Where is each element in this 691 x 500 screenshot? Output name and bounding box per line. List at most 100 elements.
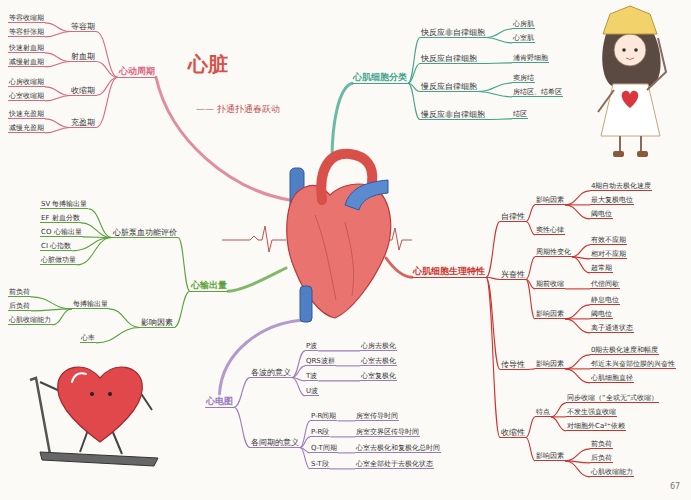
girl-hat [603,6,657,34]
node-text: 等容期 [71,22,95,31]
branch-connector [45,87,70,96]
topic-node: 心肌细胞生理特性 [412,266,486,278]
node-text: 浦肯野细胞 [513,54,548,62]
branch-node: 射血期 [70,52,96,62]
node-text: 后负荷 [9,302,30,310]
node-text: 影响因素 [536,310,564,318]
branch-connector [486,222,500,278]
branch-connector [572,245,590,257]
branch-connector [31,309,72,311]
girl-arm [598,90,614,112]
node-text: 心脏泵血功能评价 [113,228,177,237]
branch-connector [526,417,535,438]
leaf-node: 快速射血期 [8,44,45,53]
branch-connector [45,119,70,128]
leaf-node: 后负荷 [590,454,613,463]
branch-connector [478,92,512,97]
leaf-node: 快速充盈期 [8,110,45,119]
branch-connector [81,223,112,238]
branch-connector [292,378,305,396]
node-text: 各间期的意义 [251,438,299,447]
girl-chest-heart [622,91,639,108]
node-text: 特点 [536,408,550,416]
node-text: 代偿间歇 [591,280,619,288]
ecg-line-left [222,226,286,252]
branch-connector [478,62,512,64]
node-text: 心室全部处于去极化状态 [356,460,433,468]
branch-node: 兴奋性 [500,270,526,280]
node-text: 窦房结 [513,74,534,82]
node-text: 房室交界区传导时间 [356,428,419,436]
title: 心脏 [188,52,228,76]
branch-node: 收缩期 [70,86,96,96]
leaf-node: SV 每搏输出量 [40,200,88,209]
leaf-node: 影响因素 [535,452,565,461]
branch-connector [45,62,70,67]
leaf-node: U波 [305,387,319,396]
main-branch [156,77,290,200]
branch-connector [234,407,250,447]
branch-connector [565,369,590,383]
heart-illustration [287,154,391,322]
girl-shoe [613,151,624,157]
leaf-node: 窦性心律 [535,226,565,235]
node-text: 心肌收缩能力 [591,468,633,476]
node-text: 离子通道状态 [591,324,633,332]
branch-connector [338,452,355,453]
leaf-node: 阈电位 [590,210,613,219]
leaf-node: CI 心指数 [40,242,72,251]
branch-node: 各波的意义 [250,368,292,378]
leaf-node: 阈电位 [590,310,613,319]
leaf-node: QRS波群 [305,357,336,366]
main-branch [332,83,352,160]
node-text: 期前收缩 [536,280,564,288]
branch-connector [526,205,535,222]
node-text: 慢反应非自律细胞 [421,110,485,119]
leaf-node: 心房去极化 [360,342,397,351]
branch-connector [565,205,590,219]
node-text: 阈电位 [591,210,612,218]
leaf-node: 周期性变化 [535,248,572,257]
branch-node: 等容期 [70,22,96,32]
branch-connector [526,280,535,319]
girl-leg [620,136,641,152]
node-text: 相对不应期 [591,250,626,258]
node-text: P-R间期 [311,412,336,420]
leaf-node: 心肌收缩能力 [8,316,52,325]
node-text: 心肌细胞直径 [591,374,633,382]
node-text: 阈电位 [591,310,612,318]
leaf-node: Q-T间期 [310,444,338,453]
branch-connector [234,378,250,408]
leaf-node: P-R间期 [310,412,337,421]
subtitle: —— 扑通扑通春跃动 [196,104,280,115]
node-text: 同步收缩（“全或无”式收缩） [567,394,658,402]
branch-connector [526,438,535,461]
node-text: 房结区、结希区 [513,88,562,96]
branch-connector [526,222,535,235]
leaf-node: 有效不应期 [590,236,627,245]
node-text: 自律性 [501,212,525,221]
branch-connector [337,420,355,421]
node-text: 心室去极化和复极化总时间 [356,444,440,452]
leaf-node: 心肌收缩能力 [590,468,634,477]
node-text: 快速充盈期 [9,110,44,118]
girl-mouth [626,58,634,60]
leaf-node: CO 心输出量 [40,228,83,237]
branch-connector [565,305,590,319]
heart-shading [315,215,336,300]
node-text: 减慢充盈期 [9,124,44,132]
leaf-node: 浦肯野细胞 [512,54,549,63]
node-text: 射血期 [71,52,95,61]
node-text: 心室肌 [513,34,534,42]
girl-eye [634,48,638,52]
branch-connector [565,288,590,289]
branch-connector [109,309,140,328]
branch-connector [408,38,420,84]
leaf-node: 影响因素 [535,310,565,319]
node-text: QRS波群 [306,357,335,365]
node-text: 0期去极化速度和幅度 [591,346,658,354]
branch-connector [96,62,118,78]
leaf-node: 对细胞外Ca²⁺依赖 [566,422,626,431]
branch-node: 自律性 [500,212,526,222]
